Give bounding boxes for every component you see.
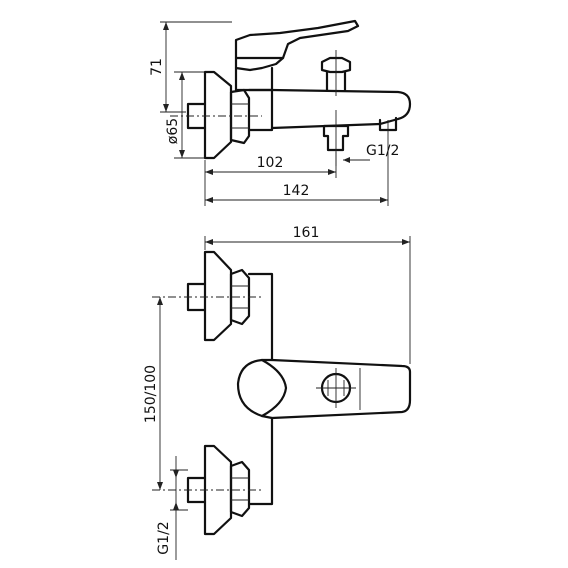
front-upper-flange	[203, 250, 233, 342]
overall-length-161-label: 161	[293, 225, 320, 241]
side-mixer-cartridge	[234, 56, 285, 72]
side-mixer-body	[234, 19, 360, 60]
center-distance-label: 150/100	[143, 365, 159, 423]
thread-g12-front-label: G1/2	[156, 521, 172, 554]
diameter-65-label: ø65	[165, 118, 181, 144]
front-lower-flange	[203, 444, 233, 536]
front-view	[186, 250, 412, 536]
side-cartridge-body	[234, 66, 274, 92]
side-hose-outlet	[322, 124, 350, 152]
side-dimensions: 71 ø65 102 142 G1/2	[149, 21, 399, 206]
side-view	[170, 19, 412, 166]
overall-length-142-label: 142	[283, 183, 310, 199]
side-valve-body	[247, 88, 274, 132]
front-upper-nut	[229, 268, 251, 326]
front-mixer-lever	[236, 358, 412, 420]
side-diverter-knob	[320, 56, 352, 74]
thread-g12-top-label: G1/2	[366, 143, 399, 159]
front-dimensions: 161 150/100 G1/2	[143, 225, 411, 560]
front-vertical-body	[247, 272, 274, 506]
side-wall-flange	[203, 70, 233, 160]
inlet-spacing-102-label: 102	[257, 155, 284, 171]
height-71-label: 71	[149, 58, 165, 76]
side-flange-nut	[229, 88, 251, 145]
front-lower-nut	[229, 460, 251, 518]
side-spout	[270, 88, 412, 130]
